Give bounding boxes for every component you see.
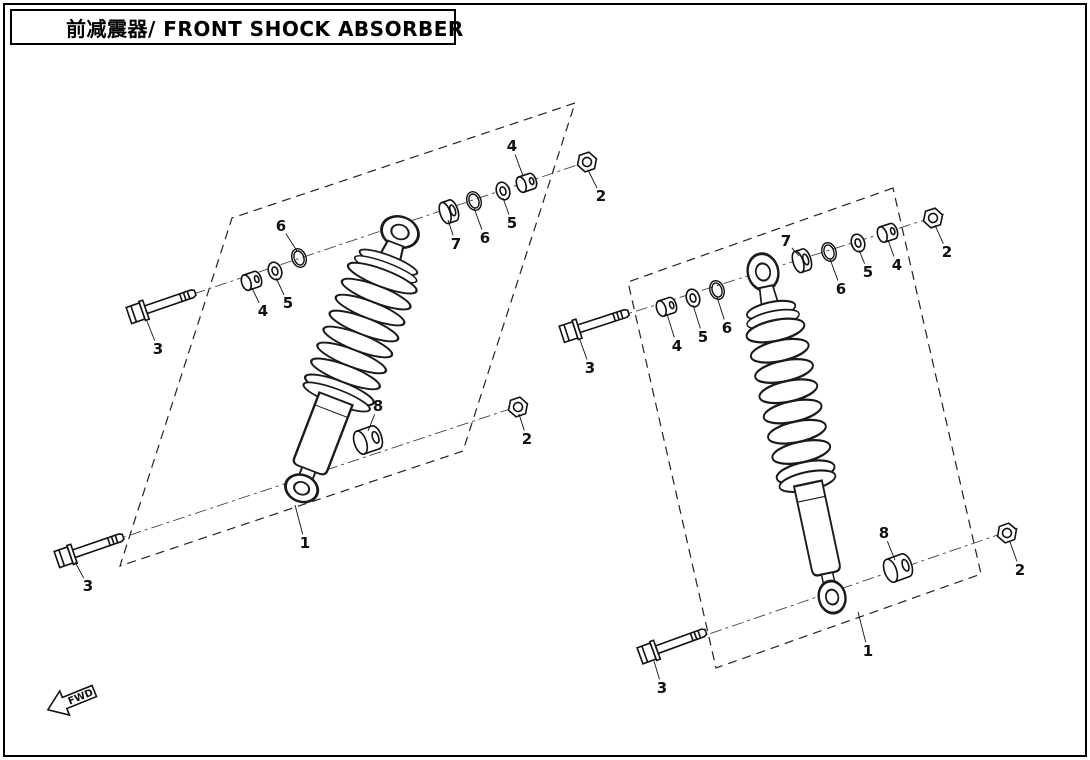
callout-label: 3	[153, 340, 163, 358]
shock-absorber-right	[728, 246, 866, 621]
callout-label: 2	[1015, 561, 1025, 579]
center-axis-lines	[63, 157, 1019, 657]
title-box: 前减震器/ FRONT SHOCK ABSORBER	[10, 9, 463, 45]
bushing-washer	[789, 246, 815, 275]
bolt	[557, 302, 633, 345]
callout-label: 4	[507, 137, 517, 155]
spacer	[238, 269, 265, 293]
fwd-arrow-shape	[46, 684, 98, 717]
callout-leader	[275, 277, 285, 296]
diagram-title: 前减震器/ FRONT SHOCK ABSORBER	[66, 16, 464, 41]
callout-label: 1	[863, 642, 873, 660]
callout-label: 8	[879, 524, 889, 542]
callout-label: 6	[276, 217, 286, 235]
callout-label: 7	[451, 235, 461, 253]
callout-label: 5	[507, 214, 517, 232]
callout-leader	[294, 504, 304, 535]
flange-nut	[504, 394, 532, 420]
callout-label: 2	[942, 243, 952, 261]
spacer	[874, 221, 901, 245]
callout-label: 4	[672, 337, 682, 355]
callout-leader	[716, 296, 725, 320]
flange-nut	[993, 520, 1021, 546]
callout-leader	[447, 219, 454, 236]
callout-leader	[285, 233, 298, 252]
callout-label: 4	[258, 302, 268, 320]
washer	[848, 231, 868, 255]
callout-label: 6	[722, 319, 732, 337]
spacer	[513, 171, 540, 195]
callout-label: 5	[698, 328, 708, 346]
o-ring	[288, 246, 310, 270]
callout-label: 3	[83, 577, 93, 595]
callout-label: 4	[892, 256, 902, 274]
callout-leader	[829, 258, 839, 281]
callout-label: 2	[596, 187, 606, 205]
callout-label: 5	[863, 263, 873, 281]
callout-leader	[886, 541, 896, 561]
fwd-arrow: FWD	[46, 684, 98, 717]
callout-leader	[858, 249, 866, 264]
callout-leader	[653, 660, 660, 680]
callout-label: 2	[522, 430, 532, 448]
o-ring	[818, 240, 840, 264]
boundary-right-assembly	[627, 187, 982, 669]
callout-label: 8	[373, 397, 383, 415]
rubber-bushing	[879, 551, 917, 585]
callout-leader	[518, 413, 525, 431]
bolt	[124, 282, 200, 326]
callout-leader	[934, 224, 944, 244]
callout-leader	[1009, 541, 1018, 562]
callout-leader	[692, 304, 701, 329]
callout-label: 5	[283, 294, 293, 312]
callout-leader	[367, 414, 376, 432]
rubber-bushing	[350, 423, 386, 457]
callout-leader	[146, 320, 156, 341]
callout-leader	[579, 339, 588, 360]
callout-label: 6	[480, 229, 490, 247]
callout-leader	[473, 207, 483, 230]
callout-label: 3	[585, 359, 595, 377]
flange-nut	[920, 205, 946, 231]
washer	[265, 259, 285, 283]
callout-leader	[502, 197, 510, 215]
bushing-washer	[436, 197, 462, 226]
flange-nut	[573, 149, 601, 175]
boundary-left-assembly	[119, 102, 576, 567]
callout-leader	[514, 154, 524, 177]
callout-label: 6	[836, 280, 846, 298]
callout-leader	[666, 313, 675, 338]
callout-leader	[74, 561, 85, 579]
bolt	[52, 526, 128, 570]
callout-label: 7	[781, 232, 791, 250]
callout-label: 3	[657, 679, 667, 697]
callout-leader	[251, 287, 260, 304]
callout-label: 1	[300, 534, 310, 552]
callout-leader	[587, 169, 598, 189]
callout-leader	[857, 611, 867, 643]
callout-leader	[791, 247, 800, 257]
callout-leader	[887, 239, 895, 257]
bolt	[635, 621, 711, 667]
